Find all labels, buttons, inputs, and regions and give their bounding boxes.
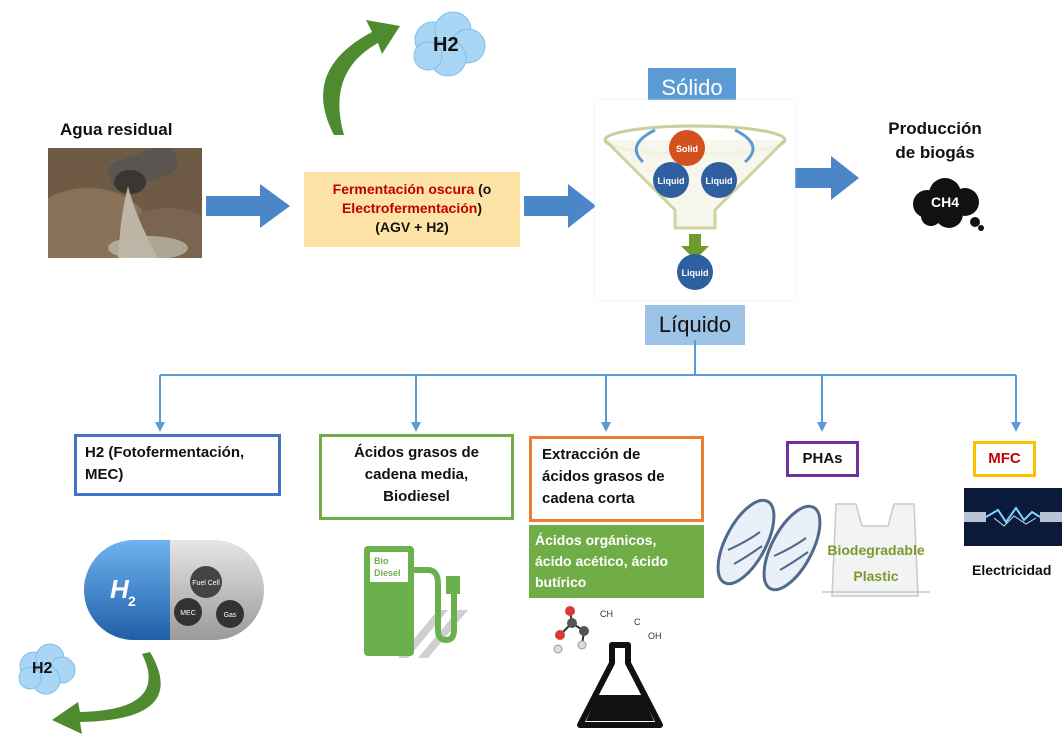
ball-solid-label: Solid xyxy=(676,144,698,154)
fermentation-products: (AGV + H2) xyxy=(375,219,449,235)
biogas-label: Producción de biogás xyxy=(870,117,1000,165)
electricity-label: Electricidad xyxy=(972,562,1052,578)
plastic-line2: Plastic xyxy=(853,568,899,584)
arrow-to-biogas xyxy=(787,156,859,200)
organic-line2: ácido acético, ácido xyxy=(535,553,669,569)
h2-cloud-bottom: H2 xyxy=(14,642,78,698)
flask-illustration: CH C OH xyxy=(548,605,688,737)
h2-cloud-top: H2 xyxy=(408,10,490,82)
capsule-h2: H xyxy=(110,574,130,604)
green-curved-arrow-top xyxy=(323,20,400,135)
electrofermentation-label: Electrofermentación xyxy=(341,200,478,216)
fatty-acids-box: Ácidos grasos de cadena media, Biodiesel xyxy=(319,434,514,520)
h2-box-line2: MEC) xyxy=(85,466,124,483)
fatty-box-line3: Biodiesel xyxy=(383,488,450,505)
ball-liquid-left-label: Liquid xyxy=(658,176,685,186)
capsule-gas: Gas xyxy=(224,612,237,619)
flask-formula-oh: OH xyxy=(648,631,662,641)
organic-line1: Ácidos orgánicos, xyxy=(535,532,657,548)
biodiesel-line1: Bio xyxy=(374,556,389,566)
extraction-line1: Extracción de xyxy=(542,446,641,463)
biogas-line1: Producción xyxy=(888,119,982,138)
fermentation-close-paren: ) xyxy=(477,200,483,216)
biodiesel-pump-illustration: Bio Diesel xyxy=(358,540,468,658)
wastewater-photo xyxy=(48,148,202,258)
fermentation-dark-label: Fermentación oscura xyxy=(332,181,475,197)
pha-granules-illustration xyxy=(716,490,822,600)
extraction-box: Extracción de ácidos grasos de cadena co… xyxy=(529,436,704,522)
arrow-to-separator xyxy=(524,184,596,228)
organic-acids-box: Ácidos orgánicos, ácido acético, ácido b… xyxy=(529,525,704,598)
ch4-cloud-label: CH4 xyxy=(931,194,960,210)
fermentation-or-label: (o xyxy=(474,181,492,197)
extraction-line3: cadena corta xyxy=(542,490,635,507)
ch4-cloud: CH4 xyxy=(905,172,989,234)
mfc-electricity-image xyxy=(964,488,1062,546)
separator-panel: Solid Liquid Liquid Liquid xyxy=(595,100,795,300)
liquid-label: Líquido xyxy=(645,305,745,345)
biodegradable-plastic-illustration: Biodegradable Plastic xyxy=(822,496,930,608)
h2-cloud-top-label: H2 xyxy=(433,34,459,56)
flask-formula-c: C xyxy=(634,617,641,627)
fatty-box-line1: Ácidos grasos de xyxy=(353,444,480,461)
capsule-mec: MEC xyxy=(180,610,196,617)
capsule-fuel-cell: Fuel Cell xyxy=(192,580,220,587)
flask-formula-ch: CH xyxy=(600,609,613,619)
ball-liquid-right-label: Liquid xyxy=(706,176,733,186)
phas-box: PHAs xyxy=(786,441,859,477)
fermentation-box: Fermentación oscura (o Electrofermentaci… xyxy=(304,172,520,247)
h2-box-line1: H2 (Fotofermentación, xyxy=(85,444,245,461)
plastic-line1: Biodegradable xyxy=(827,542,925,558)
h2-photofermentation-box: H2 (Fotofermentación, MEC) xyxy=(74,434,281,496)
ball-liquid-bottom-label: Liquid xyxy=(682,268,709,278)
tree-connectors xyxy=(155,340,1021,432)
wastewater-label: Agua residual xyxy=(60,120,173,139)
fatty-box-line2: cadena media, xyxy=(364,466,469,483)
green-curved-arrow-bottom xyxy=(52,652,161,734)
biodiesel-line2: Diesel xyxy=(374,568,401,578)
extraction-line2: ácidos grasos de xyxy=(542,468,665,485)
arrow-to-fermentation xyxy=(206,184,290,228)
h2-capsule-illustration: H 2 Fuel Cell MEC Gas xyxy=(70,520,280,660)
h2-cloud-bottom-label: H2 xyxy=(32,660,53,677)
biogas-line2: de biogás xyxy=(895,143,975,162)
capsule-h2-sub: 2 xyxy=(128,593,136,609)
organic-line3: butírico xyxy=(535,574,587,590)
mfc-box: MFC xyxy=(973,441,1036,477)
